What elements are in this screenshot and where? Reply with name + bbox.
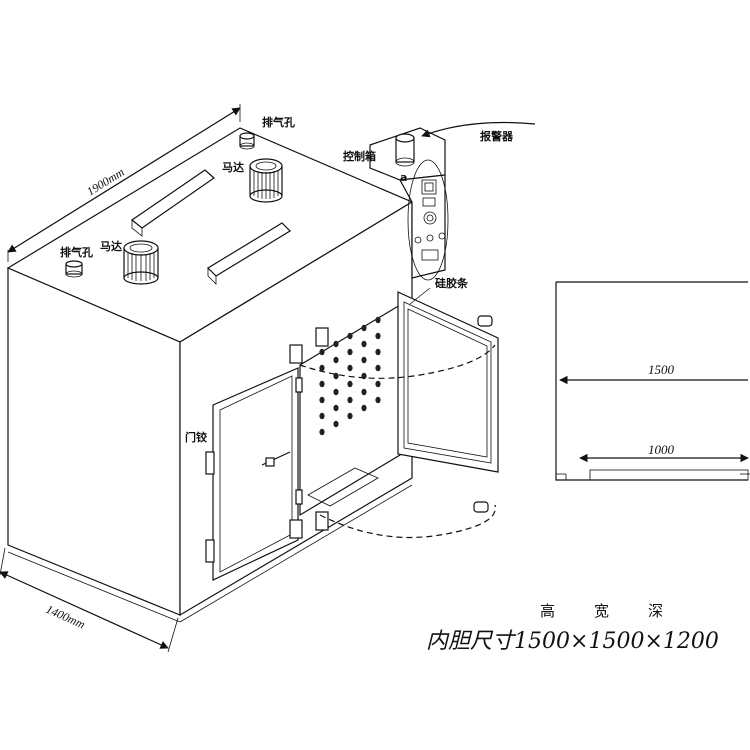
opened-door [397, 291, 499, 473]
leader-lines [409, 121, 536, 305]
motor-left [123, 240, 159, 285]
dim-width: 1400mm [44, 602, 88, 632]
vent-hole [319, 412, 325, 420]
caption-heading-height: 高 [540, 602, 557, 620]
hinge-lower [205, 539, 215, 563]
vent-hole [333, 356, 339, 364]
vent-hole [375, 316, 381, 324]
inner-size-caption: 高 宽 深 内胆尺寸1500×1500×1200 [426, 602, 719, 654]
vent-holes [319, 316, 381, 436]
dimension-lines [0, 104, 241, 653]
vent-hole [375, 380, 381, 388]
vent-hole [319, 348, 325, 356]
caption-heading-width: 宽 [594, 602, 611, 620]
vent-hole [319, 364, 325, 372]
label-exhaust-left: 排气孔 [60, 245, 93, 259]
control-box [369, 127, 449, 281]
vent-hole [375, 348, 381, 356]
vent-hole [347, 380, 353, 388]
label-exhaust-top: 排气孔 [262, 115, 295, 129]
label-control-box: 控制箱 [343, 149, 376, 163]
inner-chamber-view: 1500 1000 [555, 281, 750, 481]
vent-hole [319, 396, 325, 404]
vent-hole [361, 388, 367, 396]
caption-text: 内胆尺寸1500×1500×1200 [426, 629, 719, 654]
vent-hole [347, 412, 353, 420]
door-opening [299, 303, 401, 517]
label-silicone-strip: 硅胶条 [435, 276, 469, 290]
silicone-strip-frame [403, 301, 492, 464]
vent-hole [361, 356, 367, 364]
dim-inner-shelf: 1000 [648, 442, 675, 457]
door-swing-upper [299, 344, 496, 379]
door-assembly [205, 291, 499, 581]
vent-hole [375, 396, 381, 404]
vent-hole [333, 404, 339, 412]
vent-hole [333, 420, 339, 428]
left-door [212, 367, 299, 581]
interior-shelf [307, 467, 379, 507]
vent-hole [361, 324, 367, 332]
label-alarm-mark: a [400, 171, 407, 184]
exhaust-port-left [65, 260, 83, 278]
door-swing-lower [319, 504, 496, 539]
vent-hole [333, 388, 339, 396]
vent-hole [375, 364, 381, 372]
vent-hole [347, 332, 353, 340]
hinge-upper [205, 451, 215, 475]
alarm-device [395, 133, 415, 167]
dim-inner-height: 1500 [648, 362, 675, 377]
vent-hole [319, 380, 325, 388]
vent-hole [347, 364, 353, 372]
vent-hole [347, 348, 353, 356]
vent-hole [319, 428, 325, 436]
label-motor-right: 马达 [222, 160, 244, 174]
vent-hole [361, 404, 367, 412]
label-alarm: 报警器 [480, 129, 514, 143]
motor-right [249, 158, 283, 203]
caption-heading-depth: 深 [648, 602, 665, 620]
vent-hole [375, 332, 381, 340]
label-door-hinge: 门铰 [185, 430, 207, 444]
vent-hole [361, 340, 367, 348]
vent-hole [347, 396, 353, 404]
vent-hole [333, 340, 339, 348]
label-motor-left: 马达 [100, 239, 122, 253]
